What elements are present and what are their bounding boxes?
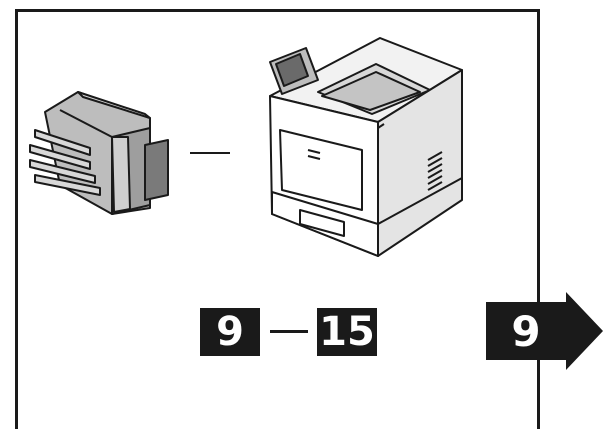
illustration [29,37,603,370]
finisher-icon [29,91,169,215]
arrow-right-icon [486,292,603,370]
range-dash [270,330,308,333]
range-end-box: 15 [317,308,377,356]
connector-dash [190,152,230,154]
illustration-frame [15,9,540,429]
printer-icon [269,37,463,257]
range-start-box: 9 [200,308,260,356]
next-step-label: 9 [511,306,541,356]
